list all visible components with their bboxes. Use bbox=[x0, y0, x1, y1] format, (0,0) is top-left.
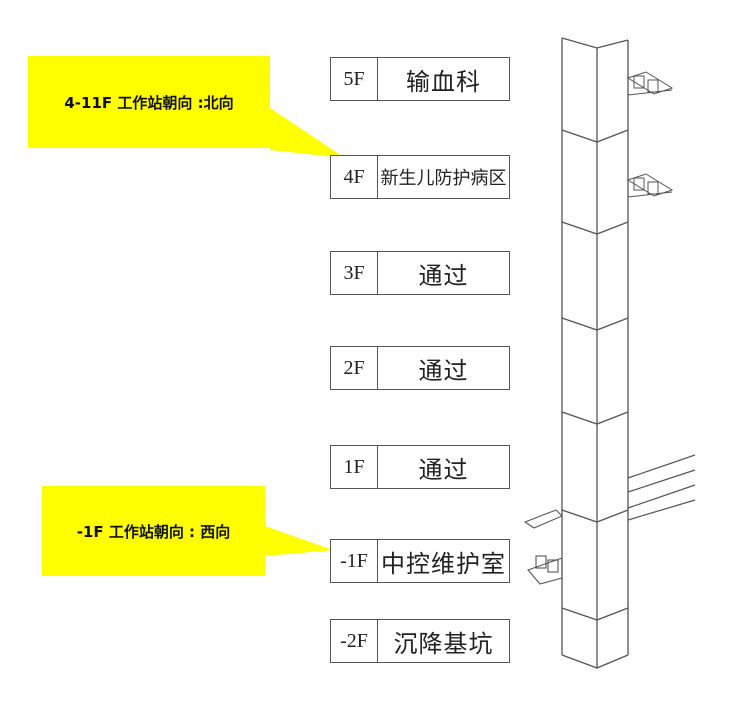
floor-row-2f: 2F 通过 bbox=[330, 346, 510, 390]
workstation-symbol-mid bbox=[626, 173, 674, 198]
workstation-symbol-lower bbox=[523, 509, 563, 585]
floor-name: 通过 bbox=[418, 455, 469, 484]
floor-name: 通过 bbox=[418, 261, 469, 290]
floor-row-3f: 3F 通过 bbox=[330, 251, 510, 295]
floor-row-1f: 1F 通过 bbox=[330, 445, 510, 489]
floor-row-minus1f: -1F 中控维护室 bbox=[330, 539, 510, 583]
lower-callout: -1F 工作站朝向 : 西向 bbox=[42, 486, 265, 576]
floor-level: 5F bbox=[331, 58, 378, 100]
floor-level: 4F bbox=[331, 156, 378, 198]
upper-callout-pointer bbox=[270, 108, 345, 158]
upper-callout: 4-11F 工作站朝向 :北向 bbox=[28, 56, 270, 148]
floor-level: -2F bbox=[331, 620, 378, 662]
right-beams bbox=[627, 454, 696, 521]
floor-level: 3F bbox=[331, 252, 378, 294]
lower-callout-text: -1F 工作站朝向 : 西向 bbox=[76, 522, 231, 541]
floor-level: 2F bbox=[331, 347, 378, 389]
floor-row-4f: 4F 新生儿防护病区 bbox=[330, 155, 510, 199]
floor-level: -1F bbox=[331, 540, 378, 582]
floor-name: 中控维护室 bbox=[381, 549, 506, 578]
workstation-symbol-upper bbox=[626, 71, 674, 96]
shaft-outline bbox=[561, 37, 629, 669]
floor-name: 通过 bbox=[418, 356, 469, 385]
floor-row-minus2f: -2F 沉降基坑 bbox=[330, 619, 510, 663]
upper-callout-text: 4-11F 工作站朝向 :北向 bbox=[64, 93, 234, 112]
floor-name: 沉降基坑 bbox=[393, 629, 494, 658]
lower-callout-pointer bbox=[265, 526, 333, 556]
floor-level: 1F bbox=[331, 446, 378, 488]
floor-name: 新生儿防护病区 bbox=[380, 168, 507, 189]
floor-name: 输血科 bbox=[406, 67, 481, 96]
floor-row-5f: 5F 输血科 bbox=[330, 57, 510, 101]
